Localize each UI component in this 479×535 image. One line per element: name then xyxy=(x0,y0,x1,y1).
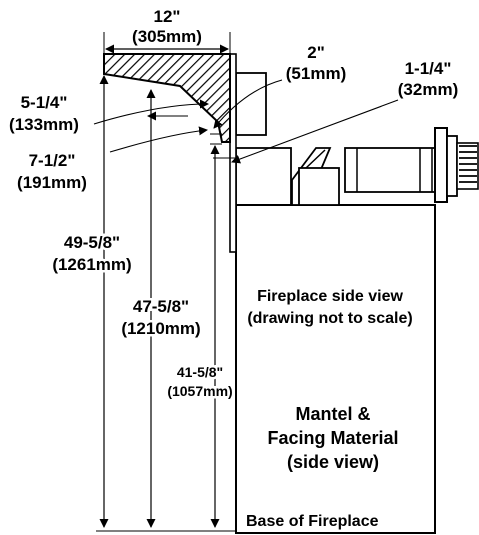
dim-4158in-inches: 41-5/8" xyxy=(177,364,223,380)
dim-2in-mm: (51mm) xyxy=(286,64,346,83)
label-base-of-fireplace: Base of Fireplace xyxy=(246,513,379,530)
label-side-view: (side view) xyxy=(287,452,379,472)
label-mantel: Mantel & xyxy=(295,404,370,424)
dim-4958-line xyxy=(96,75,236,532)
label-facing-material: Facing Material xyxy=(267,428,398,448)
dim-12in-line xyxy=(103,32,231,54)
dim-4958in-mm: (1261mm) xyxy=(52,255,131,274)
dim-12in-mm: (305mm) xyxy=(132,27,202,46)
caption-not-to-scale: (drawing not to scale) xyxy=(247,310,412,327)
dim-514in-mm: (133mm) xyxy=(9,115,79,134)
dim-514in-inches: 5-1/4" xyxy=(21,93,68,112)
dim-4958in-inches: 49-5/8" xyxy=(64,233,120,252)
vent-termination-cap xyxy=(434,127,479,203)
fireplace-body xyxy=(235,204,436,534)
dim-12in-inches: 12" xyxy=(154,7,181,26)
dim-712in-inches: 7-1/2" xyxy=(29,151,76,170)
leader-lines xyxy=(93,79,399,164)
dim-114in-mm: (32mm) xyxy=(398,80,458,99)
dim-4758in-mm: (1210mm) xyxy=(121,319,200,338)
mantel xyxy=(103,53,231,143)
dim-4158in-mm: (1057mm) xyxy=(167,383,232,399)
dim-114in-inches: 1-1/4" xyxy=(405,59,452,78)
facing-panel xyxy=(229,53,237,253)
dim-2in-inches: 2" xyxy=(307,43,325,62)
dim-712in-mm: (191mm) xyxy=(17,173,87,192)
dim-4758in-inches: 47-5/8" xyxy=(133,297,189,316)
vent-pipe xyxy=(291,147,444,206)
firebox-top xyxy=(235,72,292,206)
caption-side-view: Fireplace side view xyxy=(257,288,403,305)
